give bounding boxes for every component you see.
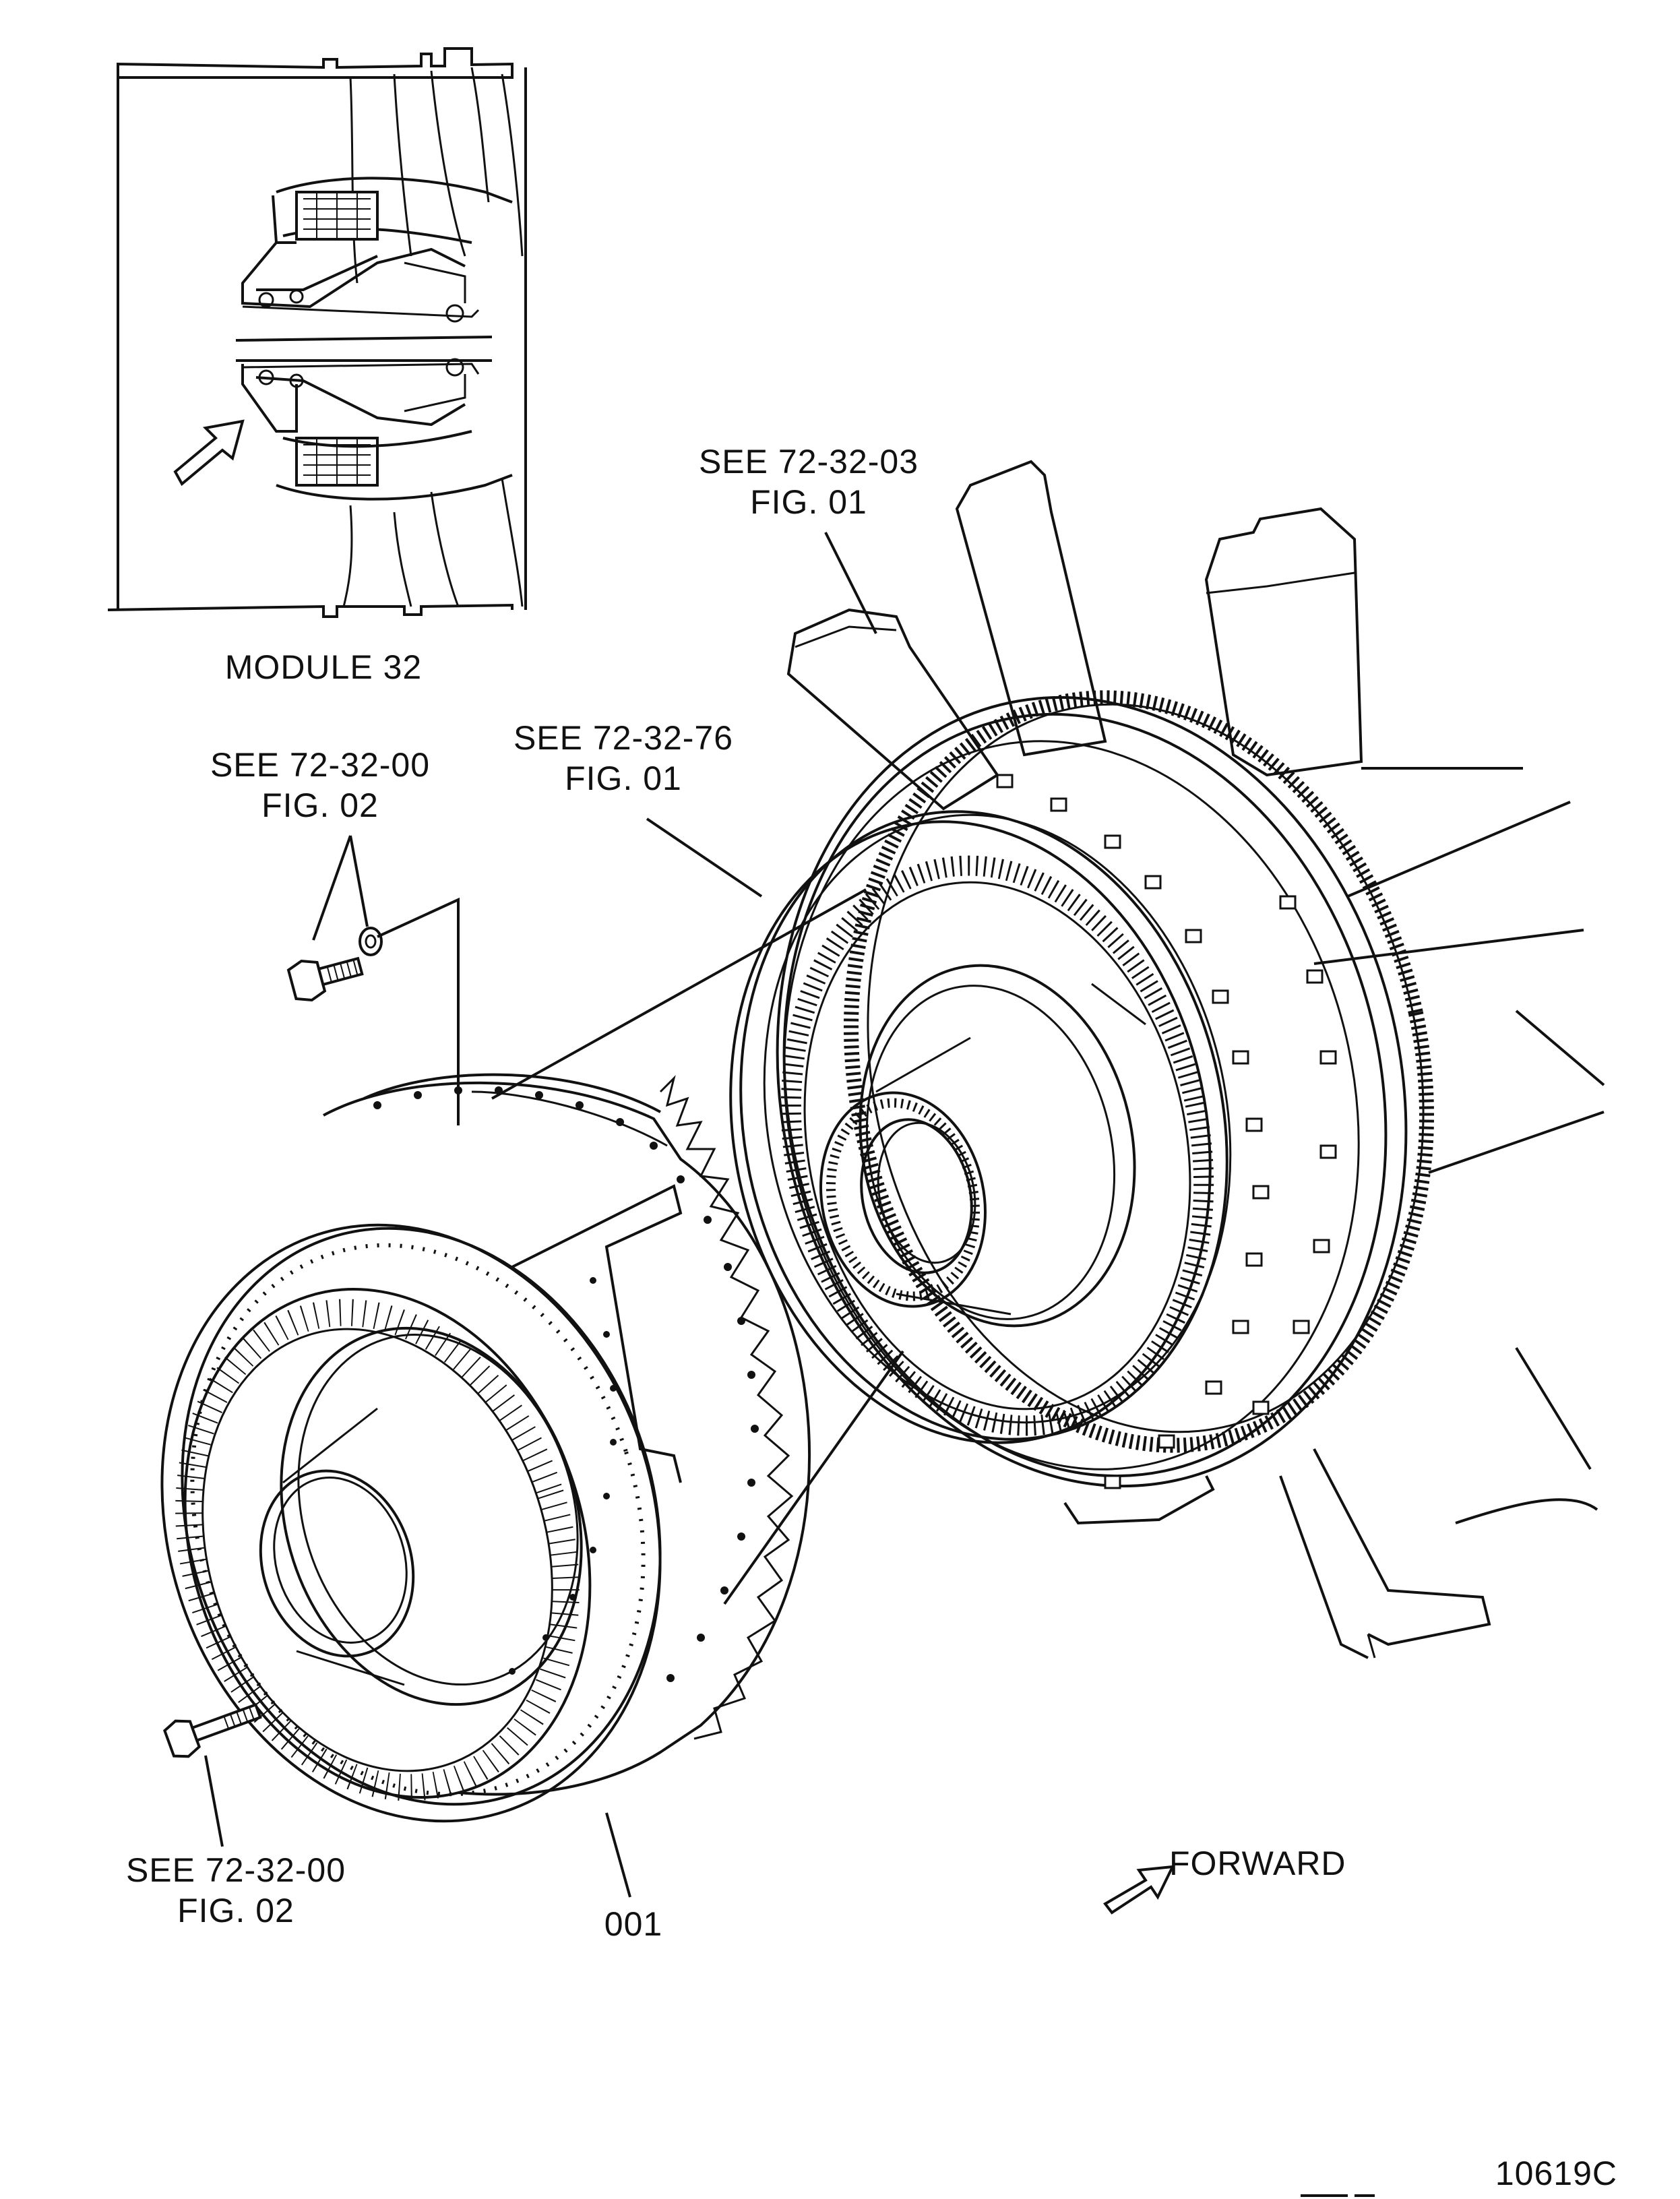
bolt-and-washer [286, 927, 383, 1002]
callout-line2: FIG. 01 [750, 483, 867, 521]
figure-id: 10619C [1495, 2155, 1617, 2192]
item-number-001: 001 [604, 1905, 663, 1943]
callout-line1: SEE 72-32-76 [513, 719, 734, 757]
inset-caption: MODULE 32 [224, 648, 423, 686]
leader-lines [204, 532, 1375, 2197]
callout-line1: SEE 72-32-03 [698, 443, 919, 481]
callout-line2: FIG. 01 [565, 760, 682, 797]
callout-see-72-32-03: SEE 72-32-03 FIG. 01 [681, 441, 937, 522]
callout-see-72-32-00-bottom: SEE 72-32-00 FIG. 02 [108, 1850, 364, 1931]
callout-line1: SEE 72-32-00 [125, 1851, 346, 1889]
callout-line1: SEE 72-32-00 [210, 746, 431, 784]
callout-see-72-32-00-top: SEE 72-32-00 FIG. 02 [192, 745, 448, 826]
forward-label: FORWARD [1169, 1845, 1346, 1882]
callout-line2: FIG. 02 [177, 1892, 294, 1929]
mounting-bolt [163, 1702, 262, 1758]
callout-line2: FIG. 02 [261, 786, 379, 824]
module-32-inset [107, 47, 527, 618]
turbine-module-001 [160, 1073, 811, 1823]
turbine-exhaust-case [729, 460, 1605, 1659]
callout-see-72-32-76: SEE 72-32-76 FIG. 01 [495, 718, 751, 799]
